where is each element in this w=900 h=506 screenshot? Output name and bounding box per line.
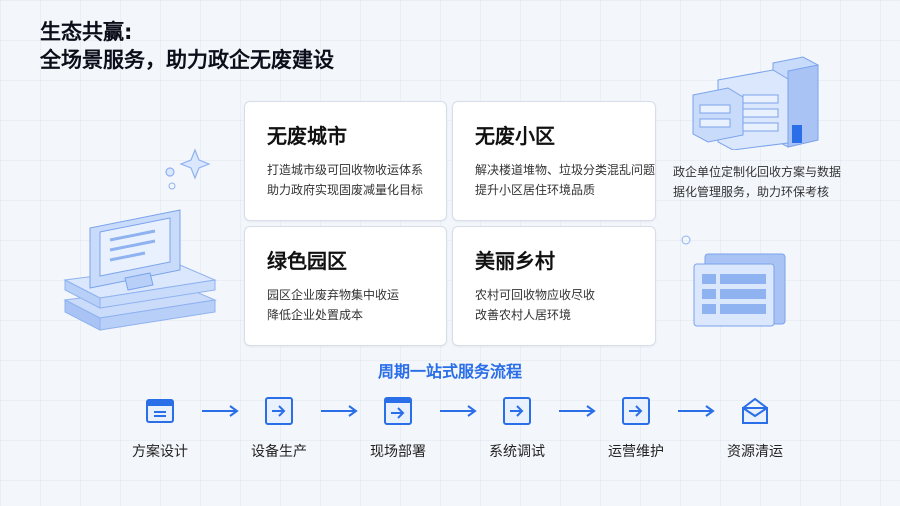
arrow-icon xyxy=(559,405,596,417)
arrow-box-icon xyxy=(503,397,531,425)
card-beautiful-village: 美丽乡村 农村可回收物应收尽收 改善农村人居环境 xyxy=(452,226,656,346)
step-resource-clearance: 资源清运 xyxy=(705,395,805,461)
process-title: 周期一站式服务流程 xyxy=(377,362,522,381)
arrow-box-icon xyxy=(265,397,293,425)
step-operation-maintenance: 运营维护 xyxy=(586,395,686,461)
step-onsite-deployment: 现场部署 xyxy=(348,395,448,461)
government-enterprise-description: 政企单位定制化回收方案与数据 据化管理服务，助力环保考核 xyxy=(673,165,842,199)
form-document-illustration xyxy=(681,235,786,327)
card-description: 农村可回收物应收尽收 改善农村人居环境 xyxy=(475,288,596,322)
folder-icon xyxy=(146,399,174,423)
step-label: 现场部署 xyxy=(370,444,426,460)
card-title: 无废小区 xyxy=(475,124,555,148)
card-title: 美丽乡村 xyxy=(475,249,555,273)
title-line-2: 全场景服务，助力政企无废建设 xyxy=(40,48,334,72)
arrow-icon xyxy=(440,405,477,417)
card-description: 解决楼道堆物、垃圾分类混乱问题 提升小区居住环境品质 xyxy=(475,163,656,197)
card-title: 无废城市 xyxy=(267,124,347,148)
title-line-1: 生态共赢: xyxy=(40,20,133,44)
arrow-icon xyxy=(321,405,358,417)
computer-illustration xyxy=(63,148,217,331)
step-label: 方案设计 xyxy=(132,444,188,460)
card-wufei-community: 无废小区 解决楼道堆物、垃圾分类混乱问题 提升小区居住环境品质 xyxy=(452,101,656,221)
arrow-box-icon xyxy=(622,397,650,425)
arrow-box-icon xyxy=(384,397,412,425)
step-label: 设备生产 xyxy=(251,444,307,460)
card-description: 打造城市级可回收物收运体系 助力政府实现固废减量化目标 xyxy=(267,163,424,197)
step-label: 资源清运 xyxy=(727,444,783,460)
page-title: 生态共赢: 全场景服务，助力政企无废建设 xyxy=(40,18,334,74)
card-description: 园区企业废弃物集中收运 降低企业处置成本 xyxy=(267,288,400,322)
step-label: 运营维护 xyxy=(608,444,664,460)
card-green-park: 绿色园区 园区企业废弃物集中收运 降低企业处置成本 xyxy=(244,226,447,346)
step-plan-design: 方案设计 xyxy=(110,395,210,461)
card-title: 绿色园区 xyxy=(267,249,347,273)
card-wufei-city: 无废城市 打造城市级可回收物收运体系 助力政府实现固废减量化目标 xyxy=(244,101,447,221)
building-illustration xyxy=(692,56,819,150)
envelope-box-icon xyxy=(742,397,768,424)
step-label: 系统调试 xyxy=(489,444,545,460)
arrow-icon xyxy=(678,405,715,417)
step-system-debugging: 系统调试 xyxy=(467,395,567,461)
arrow-icon xyxy=(202,405,239,417)
step-equipment-production: 设备生产 xyxy=(229,395,329,461)
